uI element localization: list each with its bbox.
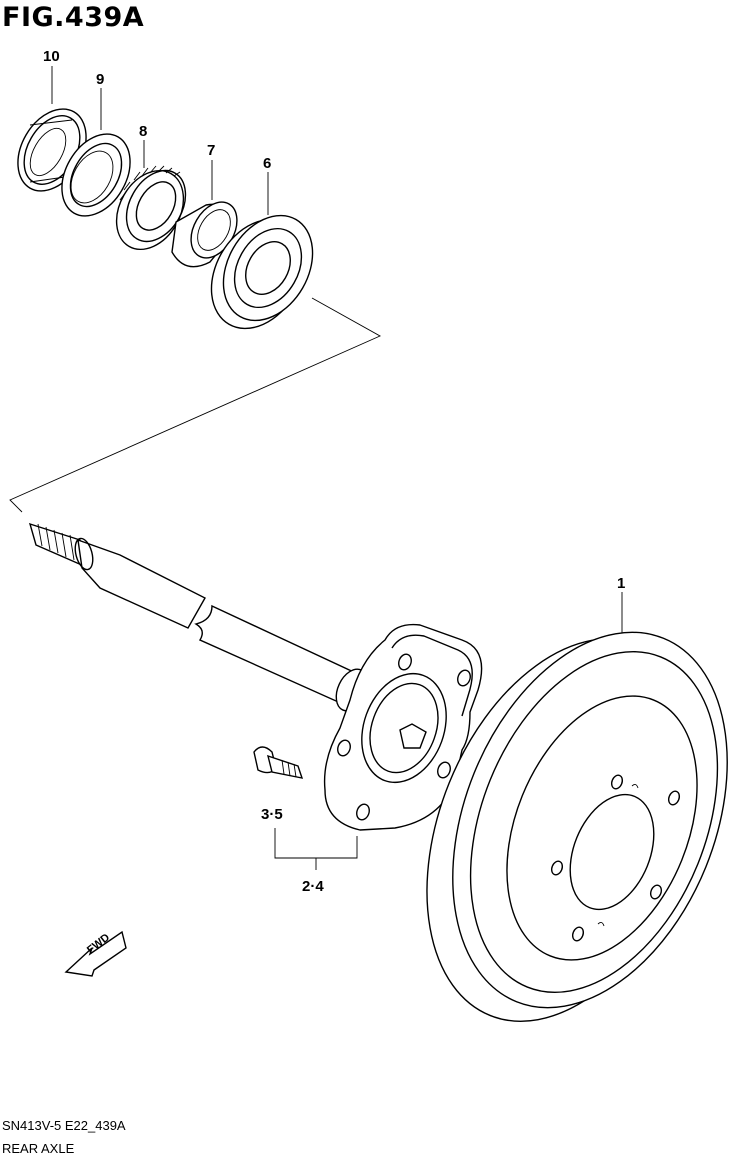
- brake-drum-part-1: [426, 631, 728, 1022]
- figure-title: FIG.439A: [2, 2, 145, 33]
- ball-bearing-part-6: [210, 214, 314, 330]
- callout-9: 9: [96, 71, 105, 88]
- figure-code: SN413V-5 E22_439A: [2, 1118, 126, 1133]
- callout-10: 10: [43, 48, 60, 65]
- axle-flange: [323, 623, 483, 831]
- outer-race-part-9: [61, 133, 131, 217]
- leader-lines: [9, 66, 623, 870]
- callout-6: 6: [263, 155, 272, 172]
- callout-8: 8: [139, 123, 148, 140]
- spacer-part-7: [171, 201, 238, 268]
- callout-2-4: 2·4: [302, 878, 324, 895]
- wheel-stud-bolt: [253, 746, 304, 779]
- callout-1: 1: [617, 575, 626, 592]
- roller-bearing-part-8: [115, 165, 187, 251]
- section-title: REAR AXLE: [2, 1141, 75, 1156]
- axle-shaft: [28, 522, 369, 712]
- callout-7: 7: [207, 142, 216, 159]
- callout-3-5: 3·5: [261, 806, 283, 823]
- fwd-arrow-icon: [64, 930, 127, 977]
